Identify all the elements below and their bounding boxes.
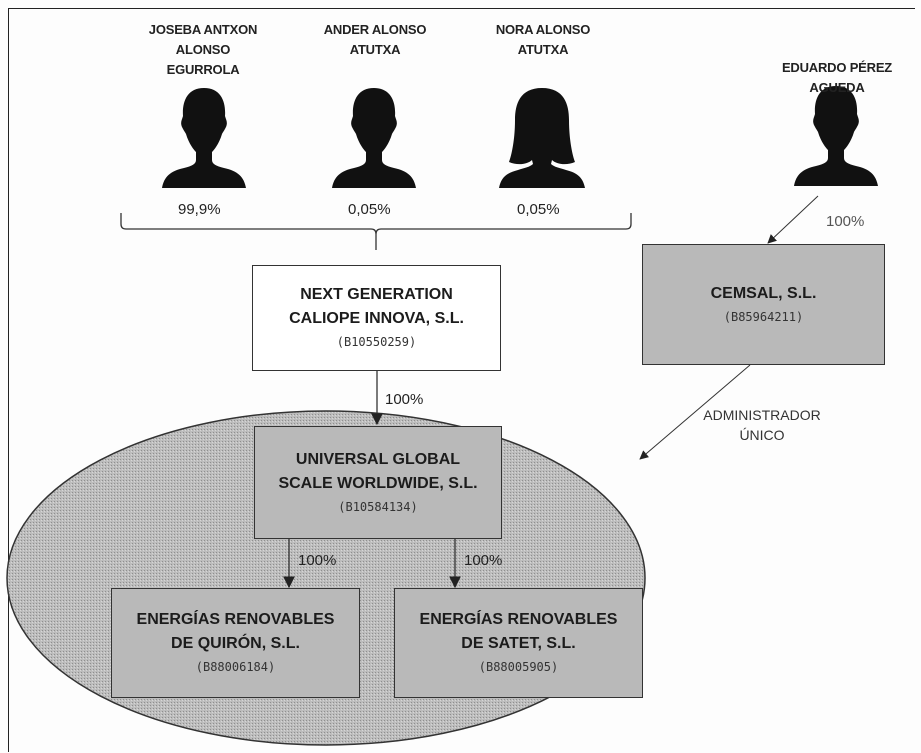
label-universal-quiron: 100%: [298, 552, 337, 569]
company-quiron: ENERGÍAS RENOVABLES DE QUIRÓN, S.L. (B88…: [111, 588, 360, 698]
label-administrador-unico: ADMINISTRADOR ÚNICO: [703, 407, 821, 443]
person-name-eduardo: EDUARDO PÉREZ AGUEDA: [781, 60, 893, 95]
company-id: (B88006184): [195, 660, 276, 674]
person-silhouette-icon: [332, 88, 416, 188]
person-silhouette-icon: [499, 88, 585, 188]
company-name: NEXT GENERATION CALIOPE INNOVA, S.L.: [289, 286, 464, 327]
arrow-eduardo-cemsal: [767, 195, 819, 244]
arrow-cemsal-ellipse: [639, 364, 751, 460]
person-silhouette-icon: [794, 86, 878, 186]
share-joseba: 99,9%: [178, 201, 221, 218]
label-universal-satet: 100%: [464, 552, 503, 569]
share-nora: 0,05%: [517, 201, 560, 218]
company-name: ENERGÍAS RENOVABLES DE SATET, S.L.: [419, 611, 618, 652]
person-name-ander: ANDER ALONSO ATUTXA: [323, 22, 427, 57]
company-satet: ENERGÍAS RENOVABLES DE SATET, S.L. (B880…: [394, 588, 643, 698]
company-name: UNIVERSAL GLOBAL SCALE WORLDWIDE, S.L.: [278, 450, 478, 492]
company-id: (B10550259): [336, 335, 417, 349]
share-ander: 0,05%: [348, 201, 391, 218]
person-name-joseba: JOSEBA ANTXON ALONSO EGURROLA: [148, 22, 258, 77]
company-universal: UNIVERSAL GLOBAL SCALE WORLDWIDE, S.L. (…: [254, 426, 502, 539]
company-id: (B88005905): [478, 660, 559, 674]
person-name-nora: NORA ALONSO ATUTXA: [495, 22, 591, 57]
company-next-generation: NEXT GENERATION CALIOPE INNOVA, S.L. (B1…: [252, 265, 501, 371]
company-name: CEMSAL, S.L.: [710, 284, 817, 302]
company-id: (B10584134): [338, 499, 418, 514]
company-id: (B85964211): [723, 309, 804, 324]
label-next-universal: 100%: [385, 391, 424, 408]
label-eduardo-cemsal: 100%: [826, 213, 865, 230]
person-silhouette-icon: [162, 88, 246, 188]
company-name: ENERGÍAS RENOVABLES DE QUIRÓN, S.L.: [136, 611, 335, 652]
shareholders-brace: [120, 213, 632, 250]
company-cemsal: CEMSAL, S.L. (B85964211): [642, 244, 885, 365]
diagram-frame: [8, 8, 915, 752]
